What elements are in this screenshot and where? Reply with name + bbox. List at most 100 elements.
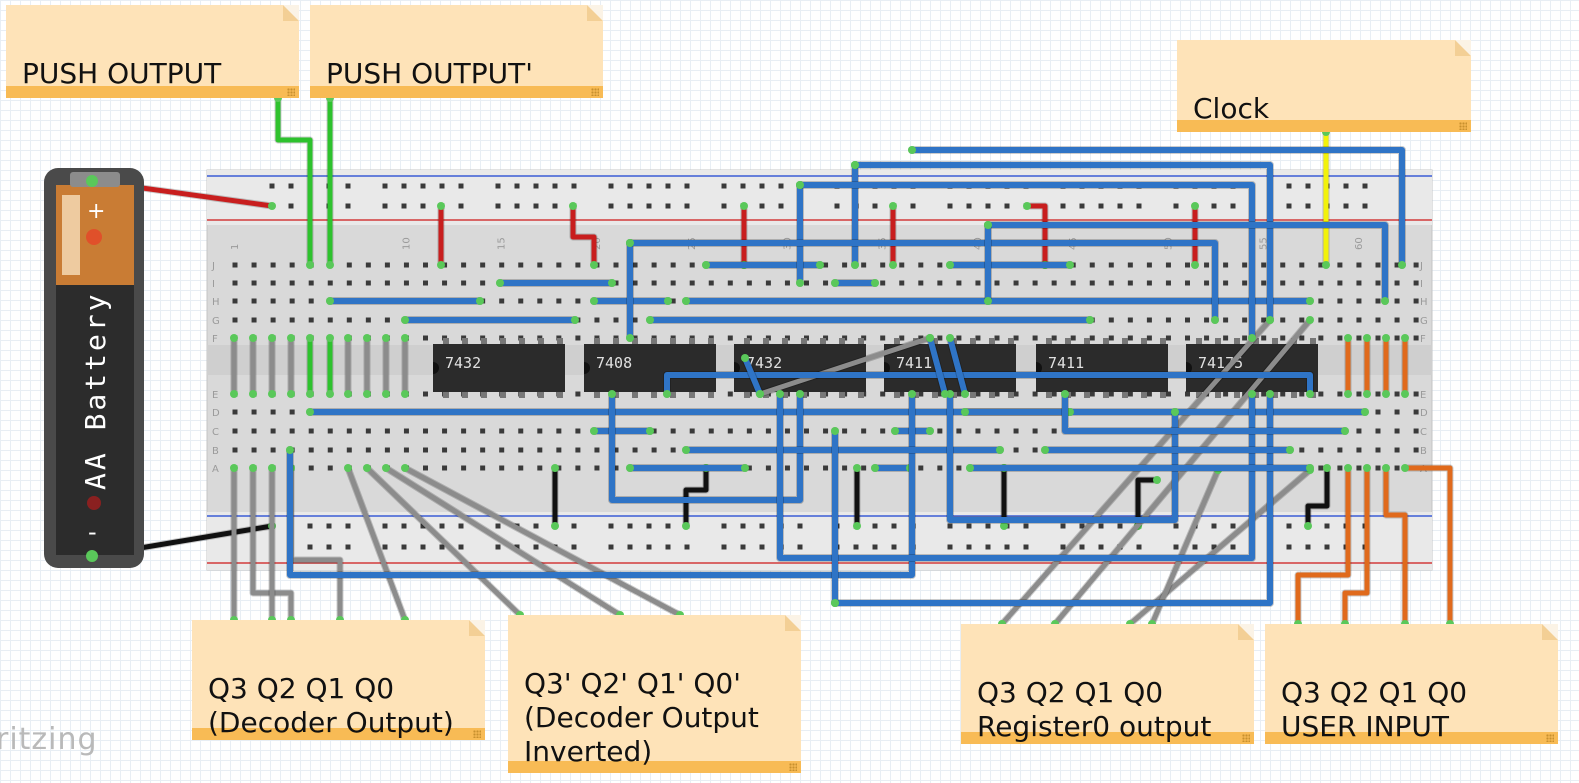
wire-end xyxy=(1344,464,1352,472)
hole xyxy=(613,262,619,268)
hole xyxy=(861,262,867,268)
hole xyxy=(327,280,333,286)
wire-end xyxy=(590,427,598,435)
hole xyxy=(823,428,829,434)
hole xyxy=(1032,280,1038,286)
row-letter: G xyxy=(212,316,220,327)
wire-end xyxy=(1341,427,1349,435)
rail-hole xyxy=(759,544,765,550)
rail-hole xyxy=(985,544,991,550)
rail-hole xyxy=(1286,523,1292,529)
row-letter: H xyxy=(212,297,220,308)
hole xyxy=(556,447,562,453)
hole xyxy=(384,262,390,268)
wire-end xyxy=(961,408,969,416)
hole xyxy=(1242,280,1248,286)
wire xyxy=(757,335,933,397)
wire-end xyxy=(796,181,804,189)
hole xyxy=(842,465,848,471)
rail-hole xyxy=(947,544,953,550)
hole xyxy=(270,447,276,453)
rail-hole xyxy=(891,544,897,550)
row-letter: A xyxy=(212,464,219,475)
rail-hole xyxy=(1060,544,1066,550)
hole xyxy=(537,262,543,268)
wire-end xyxy=(1211,316,1219,324)
wire-end xyxy=(249,390,257,398)
rail-hole xyxy=(1136,544,1142,550)
hole xyxy=(1242,391,1248,397)
hole xyxy=(1032,335,1038,341)
hole xyxy=(594,317,600,323)
hole xyxy=(1032,428,1038,434)
rail-hole xyxy=(740,523,746,529)
hole xyxy=(1394,447,1400,453)
hole xyxy=(784,280,790,286)
hole xyxy=(651,262,657,268)
rail-hole xyxy=(985,523,991,529)
hole xyxy=(1280,280,1286,286)
hole xyxy=(1299,335,1305,341)
hole xyxy=(956,428,962,434)
hole xyxy=(1299,280,1305,286)
hole xyxy=(423,465,428,471)
rail-hole xyxy=(608,183,614,189)
wire-end xyxy=(966,464,974,472)
hole xyxy=(1070,391,1076,397)
column-number: 1 xyxy=(230,244,241,250)
hole xyxy=(251,298,257,304)
hole xyxy=(956,280,962,286)
rail-hole xyxy=(627,523,633,529)
wire-end xyxy=(326,297,334,305)
hole xyxy=(975,335,981,341)
aa-battery: + - AA Battery xyxy=(44,168,144,568)
hole xyxy=(594,465,600,471)
wire-end xyxy=(344,334,352,342)
hole xyxy=(480,428,486,434)
wire-end xyxy=(996,446,1004,454)
hole xyxy=(1280,391,1286,397)
rail-hole xyxy=(269,183,275,189)
hole xyxy=(651,280,657,286)
hole xyxy=(1185,391,1190,397)
rail-hole xyxy=(401,523,407,529)
hole xyxy=(842,262,848,268)
wires xyxy=(88,94,1454,628)
hole xyxy=(480,447,486,453)
rail-hole xyxy=(1230,523,1236,529)
hole xyxy=(670,447,676,453)
wire-end xyxy=(682,446,690,454)
hole xyxy=(1413,298,1419,304)
hole xyxy=(423,391,428,397)
hole xyxy=(1070,335,1076,341)
hole xyxy=(994,428,1000,434)
wire-end xyxy=(496,279,504,287)
wire xyxy=(1135,477,1160,529)
wire-end xyxy=(663,390,671,398)
hole xyxy=(499,465,505,471)
rail-hole xyxy=(495,203,501,209)
wire xyxy=(570,203,597,268)
hole xyxy=(384,447,390,453)
hole xyxy=(956,391,962,397)
wire-end xyxy=(871,279,879,287)
hole xyxy=(423,335,428,341)
hole xyxy=(1356,391,1362,397)
hole xyxy=(746,280,752,286)
hole xyxy=(461,428,467,434)
hole xyxy=(1070,280,1076,286)
wire-end xyxy=(344,464,352,472)
rail-hole xyxy=(326,544,332,550)
hole xyxy=(1394,317,1400,323)
wire xyxy=(383,465,623,618)
hole xyxy=(1413,409,1419,415)
rail-hole xyxy=(1079,523,1085,529)
hole xyxy=(1375,317,1381,323)
wire-end xyxy=(682,297,690,305)
wire-end xyxy=(1401,334,1409,342)
wire-end xyxy=(286,446,294,454)
rail-hole xyxy=(608,544,614,550)
hole xyxy=(899,280,905,286)
rail-hole xyxy=(1343,203,1349,209)
